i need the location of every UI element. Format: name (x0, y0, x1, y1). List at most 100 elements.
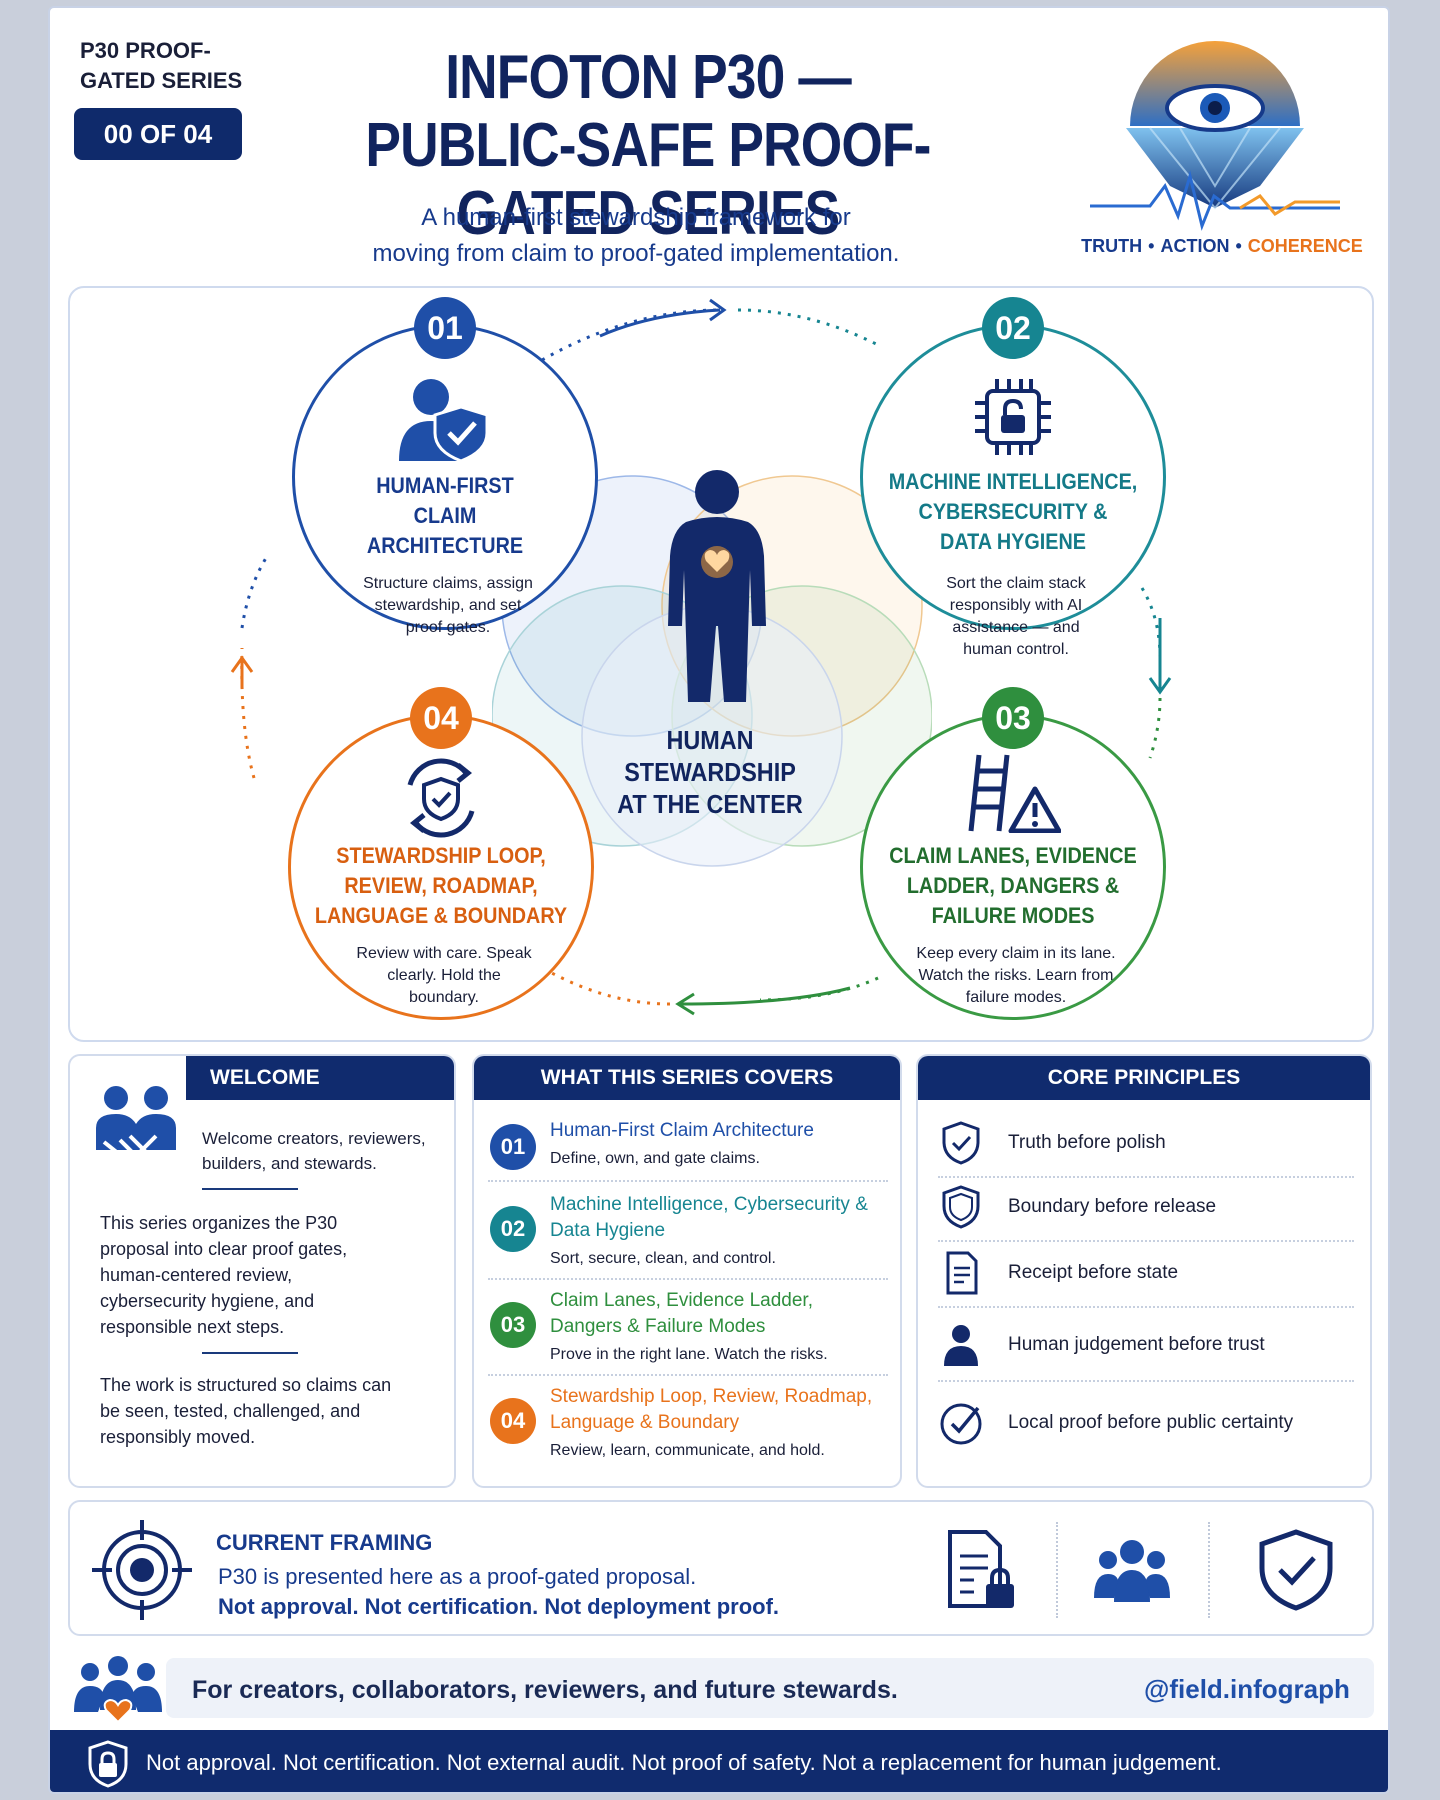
center-label-line: STEWARDSHIP (624, 757, 796, 787)
divider (1208, 1522, 1210, 1618)
framing-title: CURRENT FRAMING (216, 1530, 433, 1555)
stage-number: 04 (410, 687, 472, 749)
divider (202, 1352, 298, 1354)
principle-item: Truth before polish (938, 1112, 1358, 1172)
stage-title-line: HUMAN-FIRST (376, 473, 514, 498)
community-heart-icon (74, 1656, 162, 1724)
core-heading: CORE PRINCIPLES (918, 1056, 1370, 1100)
stage-number: 01 (414, 297, 476, 359)
welcome-heading: WELCOME (186, 1056, 454, 1100)
covers-number: 01 (490, 1124, 536, 1170)
stage-02-card: 02 MACHINE INTELLIGENCE, CYBERSECURITY &… (860, 297, 1166, 658)
covers-number: 04 (490, 1398, 536, 1444)
chip-lock-icon (975, 379, 1051, 455)
stage-title-line: FAILURE MODES (931, 903, 1095, 928)
stage-description: Sort the claim stack responsibly with AI… (946, 575, 1086, 658)
principle-item: Boundary before release (938, 1176, 1358, 1236)
welcome-paragraph: This series organizes the P30 proposal i… (100, 1213, 348, 1337)
divider (202, 1188, 298, 1190)
center-label-line: HUMAN (666, 725, 754, 755)
center-label-line: AT THE CENTER (617, 789, 803, 819)
divider (938, 1306, 1354, 1308)
principle-text: Boundary before release (1008, 1196, 1217, 1217)
covers-title: Human-First Claim Architecture (550, 1120, 814, 1141)
principle-item: Local proof before public certainty (938, 1392, 1358, 1452)
tagline-dot: • (1235, 236, 1242, 256)
stage-description: Structure claims, assign stewardship, an… (363, 575, 533, 636)
title-line-2: PUBLIC-SAFE PROOF-GATED SERIES (365, 111, 931, 248)
covers-description: Define, own, and gate claims. (550, 1150, 760, 1167)
stage-title-line: REVIEW, ROADMAP, (344, 873, 538, 898)
core-principles-panel: CORE PRINCIPLES Truth before polish Boun… (916, 1054, 1372, 1488)
person-shield-icon (399, 379, 489, 463)
stage-title: MACHINE INTELLIGENCE, CYBERSECURITY & DA… (878, 467, 1148, 557)
social-handle-link[interactable]: @field.infograph (1144, 1674, 1350, 1704)
shield-lock-icon (88, 1740, 128, 1788)
subtitle-line-1: A human-first stewardship framework for (421, 204, 851, 231)
principle-item: Human judgement before trust (938, 1314, 1358, 1374)
shield-check-icon (942, 1121, 980, 1165)
shield-check-icon (1259, 1529, 1333, 1611)
principle-text: Receipt before state (1008, 1262, 1179, 1283)
document-lock-icon (948, 1530, 1014, 1608)
subtitle-line-2: moving from claim to proof-gated impleme… (372, 240, 900, 267)
divider (938, 1176, 1354, 1178)
stage-title-line: CLAIM LANES, EVIDENCE (889, 843, 1137, 868)
cycle-shield-icon (407, 758, 475, 838)
covers-title: Machine Intelligence, Cybersecurity & Da… (550, 1194, 868, 1241)
stage-title: CLAIM LANES, EVIDENCE LADDER, DANGERS & … (878, 841, 1148, 931)
audience-bar (166, 1658, 1374, 1718)
stage-number: 03 (982, 687, 1044, 749)
stage-title-line: DATA HYGIENE (940, 529, 1086, 554)
covers-number: 03 (490, 1302, 536, 1348)
covers-number: 02 (490, 1206, 536, 1252)
divider (1056, 1522, 1058, 1618)
audience-text: For creators, collaborators, reviewers, … (192, 1676, 898, 1704)
framing-line: P30 is presented here as a proof-gated p… (218, 1564, 697, 1589)
ladder-warning-icon (968, 754, 1061, 833)
tagline-dot: • (1148, 236, 1155, 256)
stage-title-line: MACHINE INTELLIGENCE, (888, 469, 1138, 494)
stage-number: 02 (982, 297, 1044, 359)
check-circle-icon (940, 1403, 982, 1445)
infographic-page: P30 PROOF-GATED SERIES 00 OF 04 INFOTON … (48, 6, 1390, 1794)
divider (488, 1374, 888, 1376)
stage-title-line: CYBERSECURITY & (918, 499, 1108, 524)
eye-crystal-logo-icon (1090, 41, 1340, 231)
covers-description: Prove in the right lane. Watch the risks… (550, 1346, 828, 1363)
series-covers-panel: WHAT THIS SERIES COVERS 01 Human-First C… (472, 1054, 902, 1488)
divider (938, 1240, 1354, 1242)
current-framing-panel: CURRENT FRAMING P30 is presented here as… (68, 1500, 1374, 1636)
principle-text: Truth before polish (1008, 1132, 1166, 1153)
principle-item: Receipt before state (938, 1242, 1358, 1302)
page-subtitle: A human-first stewardship framework for … (346, 200, 926, 272)
tagline-coherence: COHERENCE (1247, 236, 1363, 256)
stage-04-card: 04 STEWARDSHIP LOOP, REVIEW, ROADMAP, LA… (288, 687, 594, 1020)
principle-text: Local proof before public certainty (1008, 1412, 1294, 1433)
stage-title: HUMAN-FIRST CLAIM ARCHITECTURE (310, 471, 580, 561)
tagline: TRUTH•ACTION•COHERENCE (1062, 236, 1382, 257)
welcome-panel: WELCOME Welcome creators, reviewers, bui… (68, 1054, 456, 1488)
stage-title-line: CLAIM (413, 503, 477, 528)
welcome-paragraph: The work is structured so claims can be … (100, 1375, 392, 1447)
stage-title-line: LANGUAGE & BOUNDARY (314, 903, 568, 928)
stage-title: STEWARDSHIP LOOP, REVIEW, ROADMAP, LANGU… (306, 841, 576, 931)
covers-description: Review, learn, communicate, and hold. (550, 1442, 825, 1459)
stewardship-cycle: HUMAN STEWARDSHIP AT THE CENTER 01 HUMAN… (68, 286, 1374, 1042)
stage-01-card: 01 HUMAN-FIRST CLAIM ARCHITECTURE Struct… (292, 297, 598, 636)
receipt-icon (946, 1251, 978, 1295)
principle-text: Human judgement before trust (1008, 1334, 1265, 1355)
shield-outline-icon (942, 1185, 980, 1229)
human-figure-icon (668, 470, 766, 702)
divider (938, 1380, 1354, 1382)
stage-title-line: ARCHITECTURE (366, 533, 524, 558)
covers-title: Stewardship Loop, Review, Roadmap, Langu… (550, 1386, 873, 1433)
page-title: INFOTON P30 — PUBLIC-SAFE PROOF-GATED SE… (330, 44, 966, 248)
person-icon (944, 1325, 978, 1366)
stage-description: Keep every claim in its lane. Watch the … (916, 945, 1116, 1006)
disclaimer-bar: Not approval. Not certification. Not ext… (50, 1730, 1388, 1792)
tagline-truth: TRUTH (1081, 236, 1143, 256)
tagline-action: ACTION (1160, 236, 1230, 256)
stage-title-line: LADDER, DANGERS & (906, 873, 1120, 898)
divider (488, 1278, 888, 1280)
